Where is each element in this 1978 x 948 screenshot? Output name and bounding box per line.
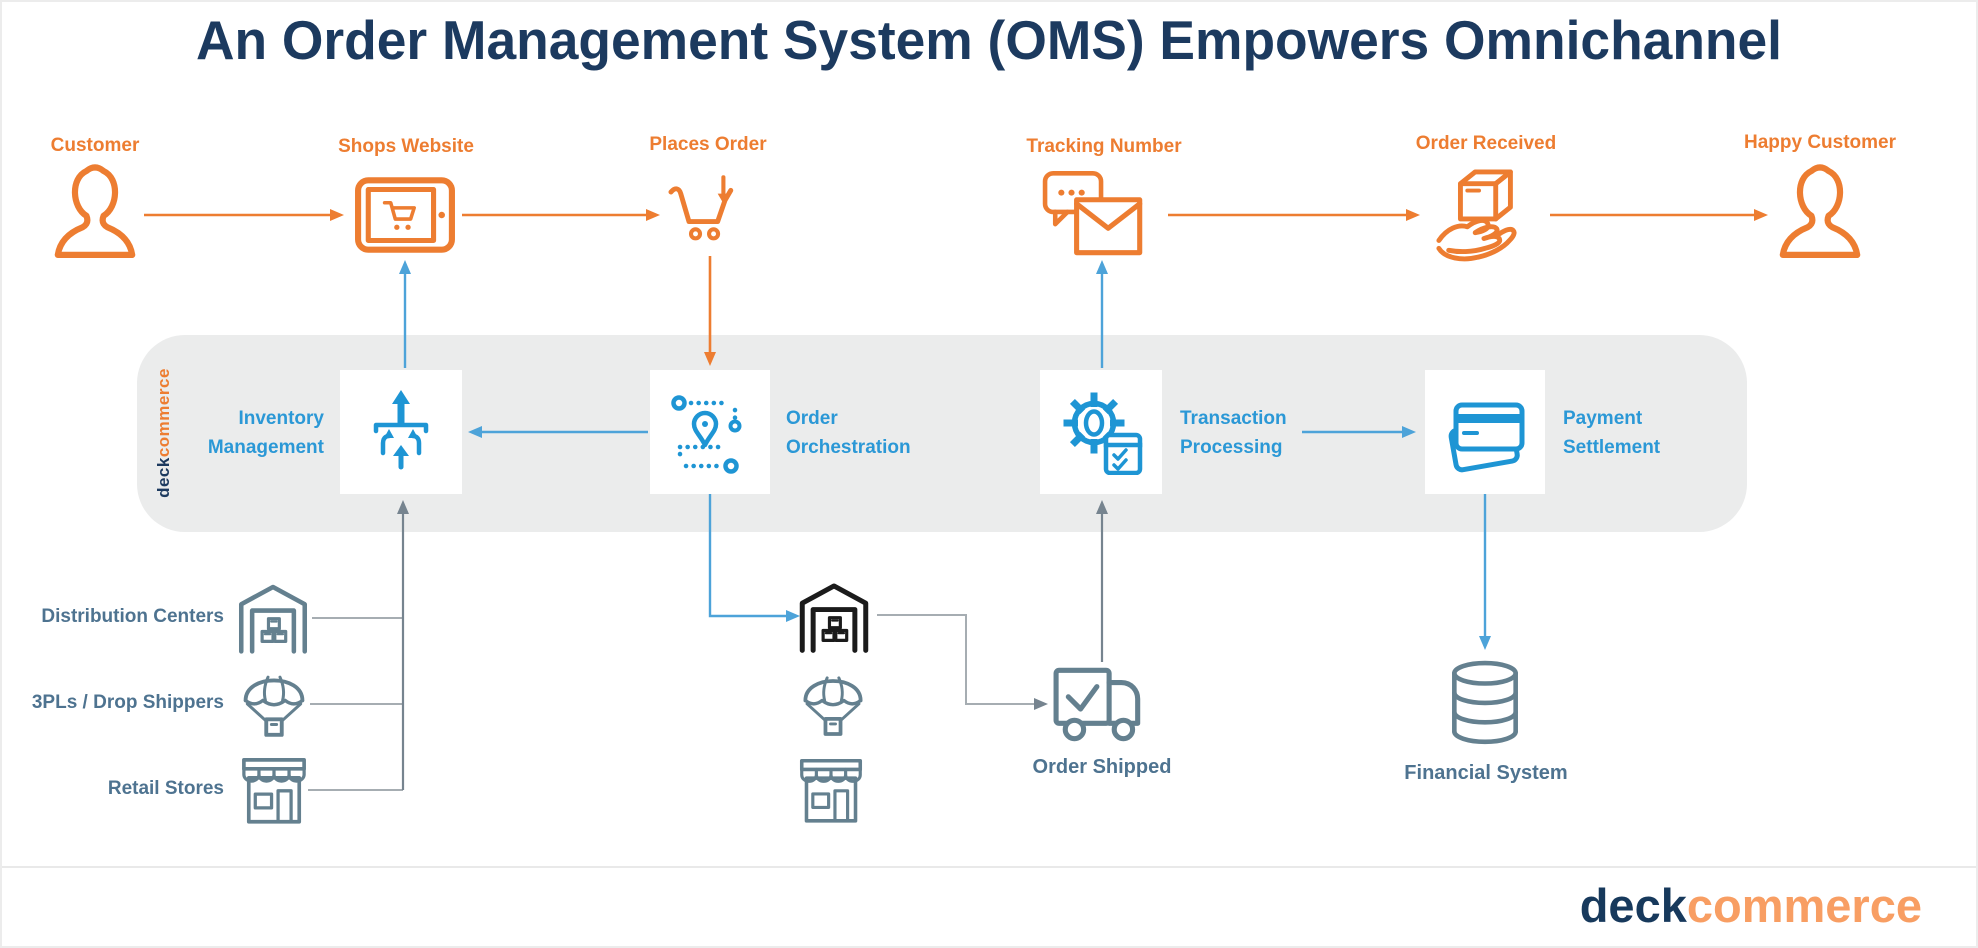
source-label-retail-stores: Retail Stores xyxy=(107,778,224,799)
step-label-customer: Customer xyxy=(50,135,140,156)
delivery-truck-icon xyxy=(1053,667,1141,742)
footer-divider xyxy=(2,866,1976,868)
financial-database-icon xyxy=(1452,660,1518,745)
warehouse-icon xyxy=(238,584,308,654)
box-in-hand-icon xyxy=(1436,169,1517,262)
source-label-3pls-drop-shippers: 3PLs / Drop Shippers xyxy=(31,692,224,713)
inventory-merge-arrows-icon xyxy=(373,390,429,470)
transaction-gear-checklist-icon xyxy=(1063,392,1143,475)
arrow-orchestration-to-warehouse xyxy=(708,494,800,622)
parachute-dropship-icon xyxy=(243,675,305,737)
logo-commerce-text: commerce xyxy=(1686,879,1922,932)
financial-system-label: Financial System xyxy=(1404,762,1568,784)
order-shipped-label: Order Shipped xyxy=(1032,756,1172,778)
module-label-inventory-management: Inventory Management xyxy=(207,408,324,458)
source-label-distribution-centers: Distribution Centers xyxy=(41,606,224,627)
warehouse-icon xyxy=(799,583,869,653)
customer-icon xyxy=(54,164,136,259)
module-label-order-orchestration: Order Orchestration xyxy=(786,408,911,458)
arrow-warehouse-to-truck xyxy=(877,614,1048,710)
logo-deck-text: deck xyxy=(1579,879,1687,932)
message-envelope-icon xyxy=(1042,170,1143,256)
module-label-transaction-processing: Transaction Processing xyxy=(1180,408,1287,458)
retail-store-icon xyxy=(242,758,306,824)
step-label-shops-website: Shops Website xyxy=(338,136,474,157)
deckcommerce-logo: deckcommerce xyxy=(1442,878,1952,933)
step-label-places-order: Places Order xyxy=(649,134,767,155)
shopping-cart-icon xyxy=(668,175,734,241)
customer-icon xyxy=(1779,164,1861,259)
module-label-payment-settlement: Payment Settlement xyxy=(1563,408,1661,458)
order-orchestration-tile xyxy=(650,370,770,494)
order-orchestration-route-icon xyxy=(671,395,742,474)
page-title: An Order Management System (OMS) Empower… xyxy=(195,9,1783,71)
payment-credit-card-icon xyxy=(1448,402,1525,473)
retail-store-icon xyxy=(799,758,863,823)
step-label-tracking-number: Tracking Number xyxy=(1026,136,1182,157)
step-label-happy-customer: Happy Customer xyxy=(1743,132,1897,153)
parachute-dropship-icon xyxy=(803,676,863,736)
website-tablet-icon xyxy=(355,177,455,253)
step-label-order-received: Order Received xyxy=(1415,133,1557,154)
